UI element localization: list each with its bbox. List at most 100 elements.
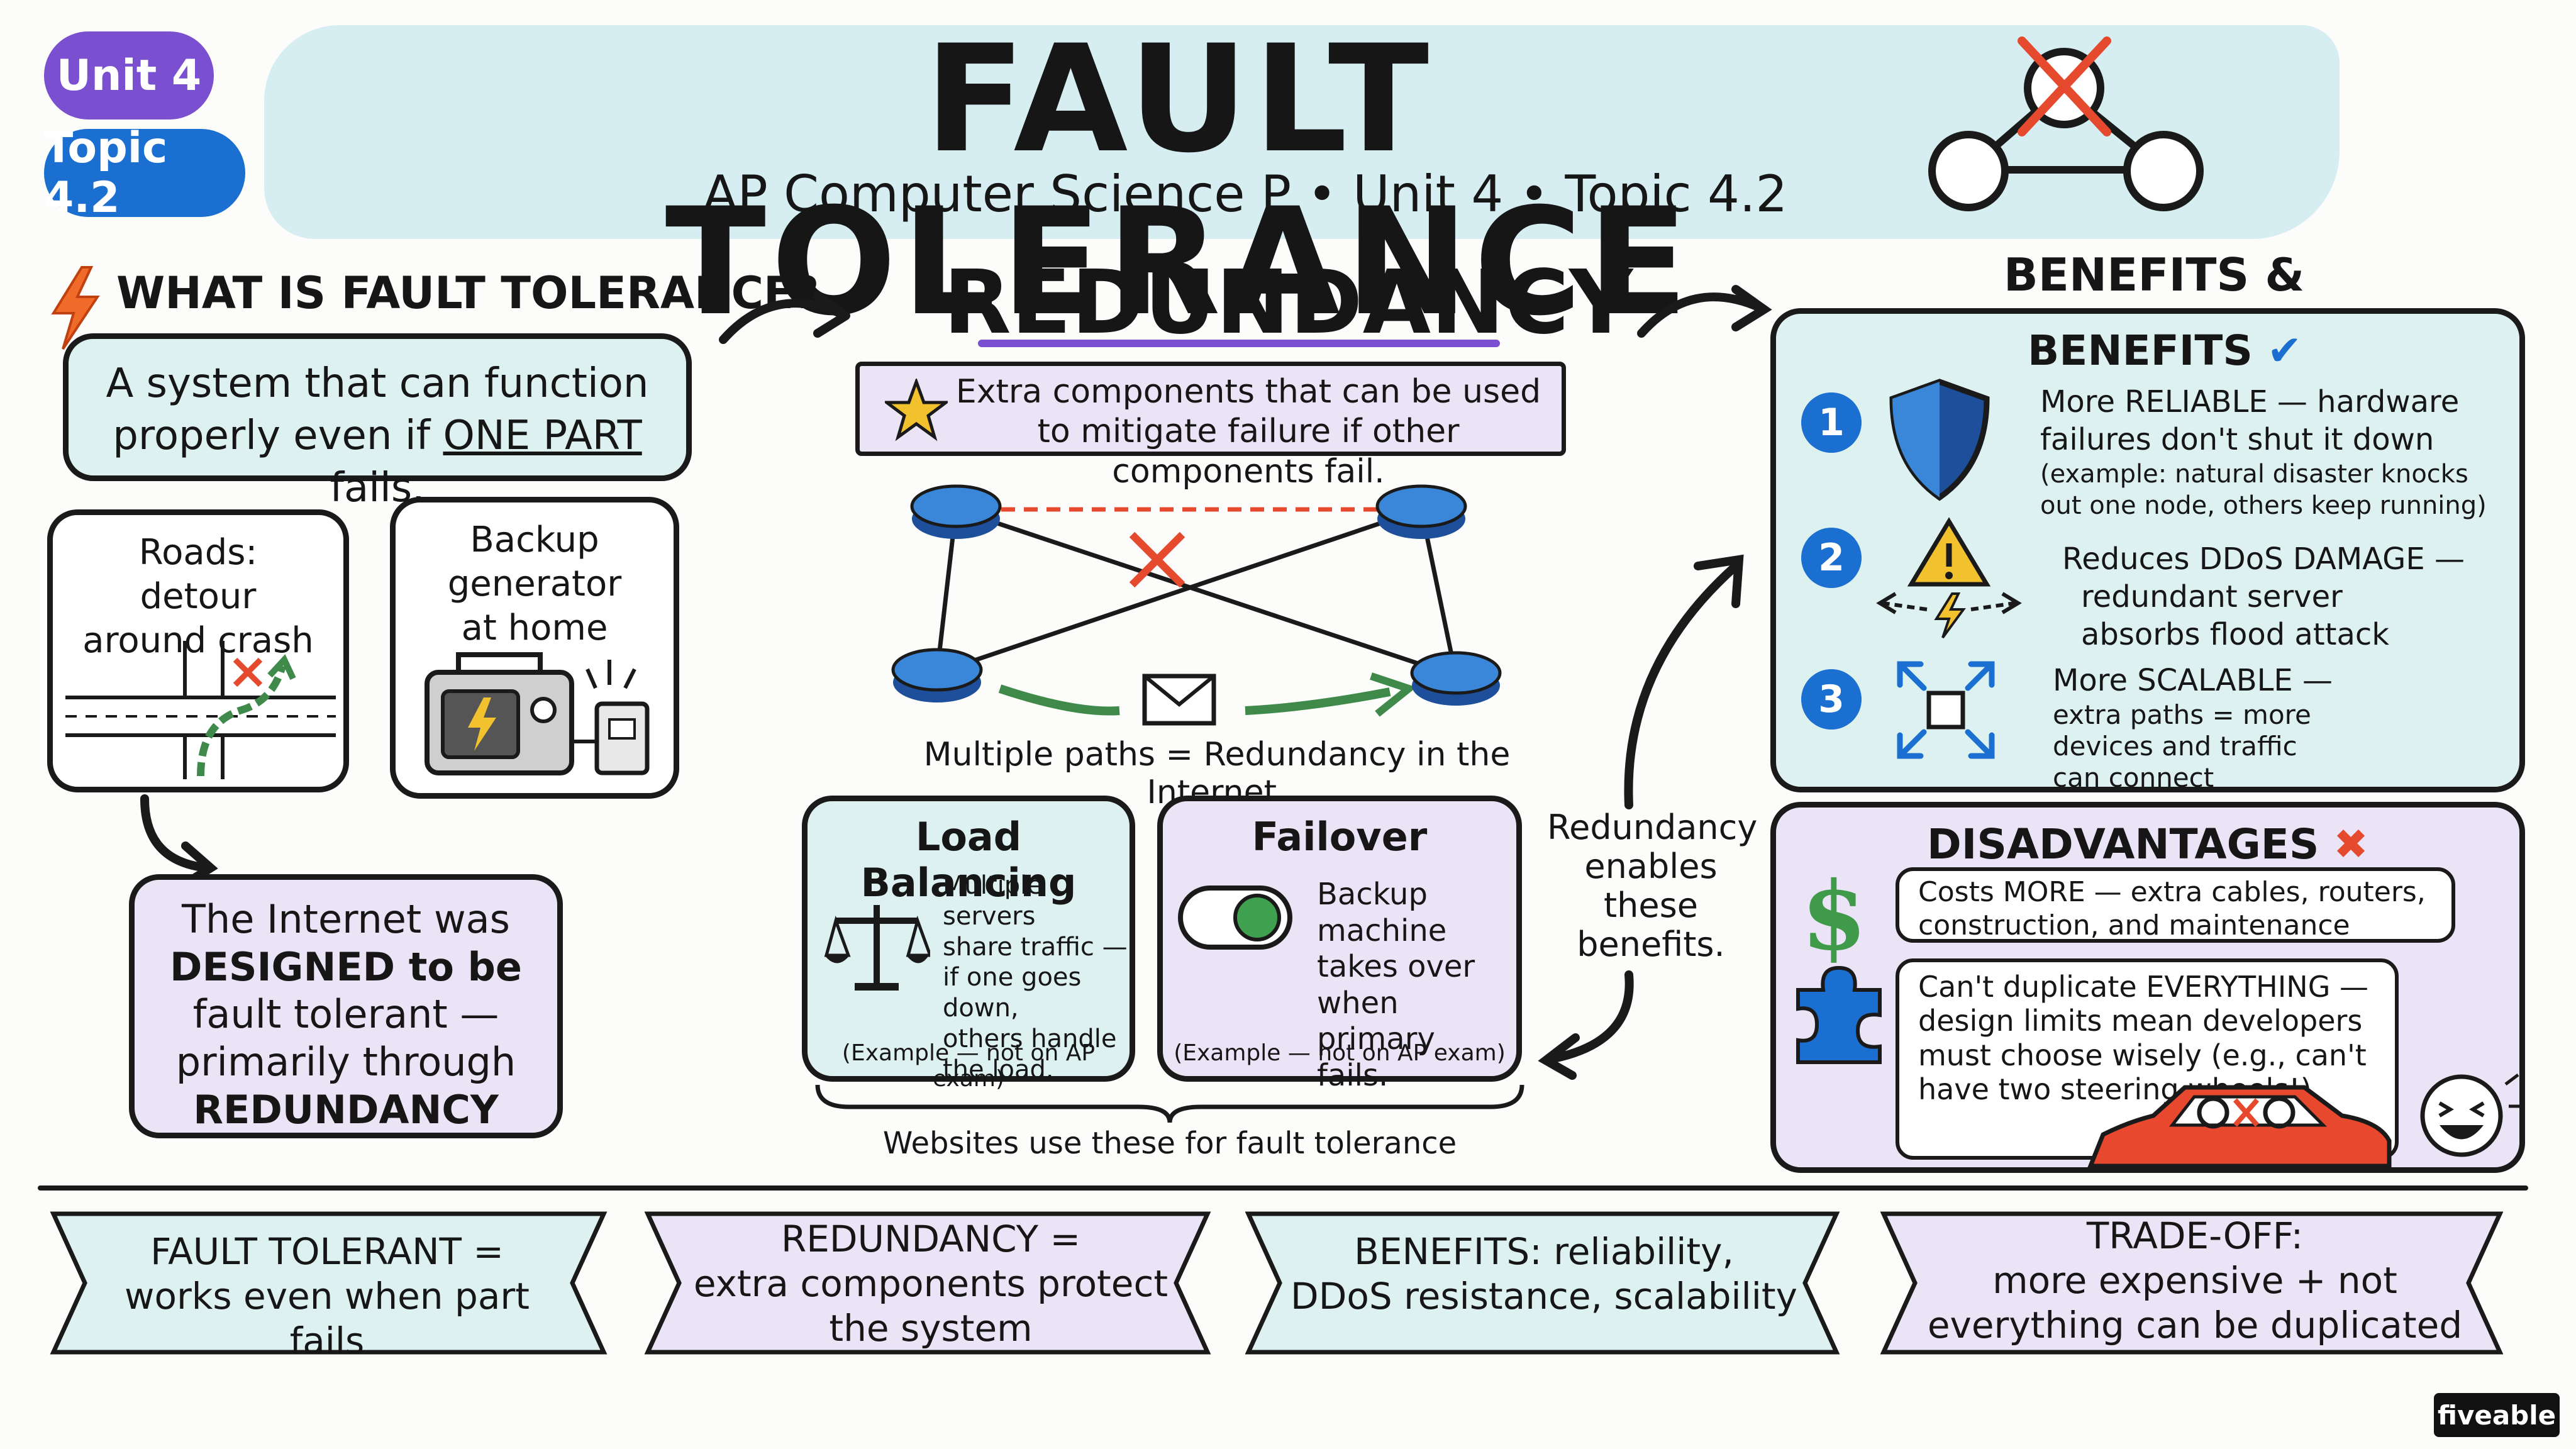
benefit-line: redundant server	[2081, 579, 2343, 614]
generator-icon	[425, 652, 650, 775]
enables-line: these	[1604, 886, 1698, 926]
arrow-to-failover	[1538, 970, 1634, 1080]
benefit-line: can connect	[2053, 762, 2214, 794]
router-icon	[891, 648, 983, 702]
roads-title: Roads:	[138, 532, 258, 573]
failover-line: takes over	[1317, 949, 1475, 985]
topic-badge: Topic 4.2	[44, 123, 245, 223]
summary-line: BENEFITS: reliability,	[1354, 1230, 1734, 1273]
one-part-emphasis: ONE PART	[443, 413, 642, 460]
checkmark-icon: ✔	[2267, 326, 2302, 375]
load-balancing-box: Load Balancing Multiple servers share tr…	[802, 796, 1135, 1092]
benefit-line: absorbs flood attack	[2081, 617, 2390, 652]
summary-ribbon	[1880, 1211, 2504, 1355]
summary-line: the system	[829, 1306, 1033, 1350]
divider-line	[38, 1185, 2528, 1191]
load-example-note: (Example — not on AP exam)	[841, 1040, 1096, 1092]
roads-bubble: Roads: detour around crash	[47, 509, 349, 792]
dup-line2: design limits mean developers	[1918, 1004, 2363, 1038]
backup-line3: at home	[461, 608, 608, 648]
network-diagram	[891, 484, 1502, 726]
failover-line: fails.	[1317, 1057, 1389, 1093]
summary-line: DDoS resistance, scalability	[1291, 1274, 1797, 1318]
summary-tradeoff: TRADE-OFF: more expensive + not everythi…	[1924, 1214, 2465, 1347]
internet-line2: DESIGNED to be	[170, 943, 522, 990]
summary-fault-tolerant: FAULT TOLERANT = works even when part fa…	[88, 1230, 566, 1363]
load-balancing-title: Load Balancing	[860, 814, 1077, 906]
benefits-panel: BENEFITS ✔ 1 More RELIABLE — hardware fa…	[1770, 308, 2525, 794]
load-line: the load.	[943, 1055, 1054, 1084]
cost-line1: Costs MORE — extra cables, routers,	[1918, 876, 2426, 908]
internet-line1: The Internet was	[182, 896, 510, 942]
bracket	[815, 1084, 1524, 1123]
puzzle-piece-icon	[1796, 965, 1882, 1064]
disadvantages-heading: DISADVANTAGES ✖	[1927, 820, 2368, 869]
load-line: if one goes down,	[943, 963, 1082, 1023]
disadvantages-heading-text: DISADVANTAGES	[1927, 820, 2319, 869]
title-band	[264, 25, 2340, 239]
benefit-title: More SCALABLE —	[2053, 663, 2333, 698]
summary-line: REDUNDANCY =	[780, 1218, 1081, 1260]
summary-line: extra components protect	[693, 1262, 1169, 1305]
dup-line3: must choose wisely (e.g., can't	[1918, 1038, 2367, 1072]
internet-design-box: The Internet was DESIGNED to be fault to…	[129, 874, 563, 1138]
car-two-steering-wheels-icon	[2087, 1085, 2392, 1169]
arrow-to-internet	[140, 794, 218, 887]
redundancy-definition-ribbon: Extra components that can be used to mit…	[855, 362, 1566, 491]
what-is-heading: WHAT IS FAULT TOLERANCE?	[116, 267, 819, 319]
arrow-to-benefits	[1624, 554, 1744, 809]
fiveable-logo: fiveable	[2434, 1393, 2560, 1437]
disadvantages-panel: DISADVANTAGES ✖ $ Costs MORE — extra cab…	[1770, 802, 2525, 1173]
benefit-title: Reduces DDoS DAMAGE —	[2062, 541, 2465, 577]
summary-ribbon	[1245, 1211, 1840, 1355]
arrow-to-benefits-section	[1637, 285, 1772, 338]
summary-ribbons	[50, 1211, 2504, 1355]
definition-line1: A system that can function	[106, 360, 649, 407]
page-title: FAULT TOLERANCE	[665, 14, 1694, 348]
broken-network-icon	[1928, 36, 2204, 211]
enables-line: Redundancy	[1547, 808, 1758, 847]
summary-line: works even when part fails	[125, 1274, 530, 1362]
redundancy-def-line2: to mitigate failure if other components …	[1037, 413, 1460, 491]
summary-line: everything can be duplicated	[1927, 1303, 2463, 1346]
scales-icon	[824, 905, 930, 991]
failover-line: when primary	[1317, 985, 1435, 1057]
summary-line: more expensive + not	[1992, 1258, 2397, 1302]
road-detour-icon	[65, 641, 336, 779]
benefit-title: More RELIABLE — hardware	[2040, 384, 2460, 419]
page-subtitle: AP Computer Science P • Unit 4 • Topic 4…	[702, 165, 1788, 223]
dollar-icon: $	[1801, 861, 1867, 972]
toggle-switch-icon	[1178, 886, 1292, 950]
summary-benefits: BENEFITS: reliability, DDoS resistance, …	[1283, 1230, 1805, 1319]
router-icon	[910, 484, 1002, 539]
definition-line2: properly even if ONE PART fails.	[113, 413, 642, 512]
backup-line1: Backup	[470, 519, 599, 560]
redundancy-def-line1: Extra components that can be used	[955, 373, 1541, 411]
benefit-number: 3	[1801, 669, 1862, 730]
redundancy-underline	[978, 340, 1500, 347]
cost-box: Costs MORE — extra cables, routers, cons…	[1896, 867, 2455, 943]
benefit-line: devices and traffic	[2053, 730, 2297, 762]
star-icon	[885, 379, 948, 441]
dup-line1: Can't duplicate EVERYTHING —	[1918, 970, 2368, 1004]
definition-bubble: A system that can function properly even…	[63, 333, 692, 511]
benefits-heading-text: BENEFITS	[2028, 326, 2253, 375]
load-line: Multiple servers	[943, 871, 1043, 931]
router-icon	[1410, 651, 1502, 706]
internet-line3: fault tolerant —	[192, 991, 499, 1038]
roads-line2: around crash	[82, 620, 314, 661]
internet-line5: REDUNDANCY	[193, 1086, 499, 1133]
x-mark-icon: ✖	[2333, 820, 2368, 869]
summary-line: TRADE-OFF:	[2086, 1214, 2304, 1257]
summary-ribbon	[644, 1211, 1211, 1355]
summary-line: FAULT TOLERANT =	[150, 1230, 504, 1273]
benefit-number: 2	[1801, 528, 1862, 588]
benefit-line: extra paths = more	[2053, 699, 2311, 730]
arrow-to-redundancy	[719, 291, 850, 344]
scale-expand-icon	[1897, 661, 1995, 759]
enables-line: benefits.	[1577, 924, 1725, 965]
backup-bubble: Backup generator at home	[390, 497, 679, 799]
roads-line1: detour	[140, 576, 257, 617]
backup-line2: generator	[447, 564, 622, 604]
failover-box: Failover Backup machine takes over when …	[1157, 796, 1522, 1093]
